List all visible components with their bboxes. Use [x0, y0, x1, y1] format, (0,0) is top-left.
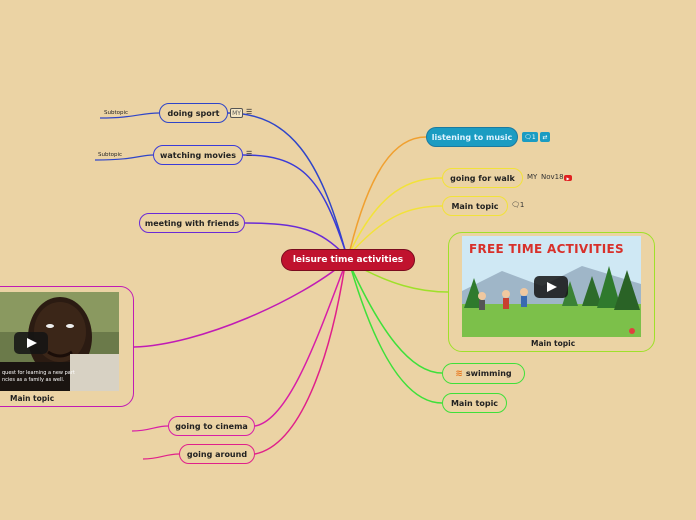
video-thumbnail[interactable]: quest for learning a new part ncies as a…	[0, 292, 119, 391]
subtopic-watching-movies[interactable]: Subtopic	[98, 152, 123, 158]
topic-going-to-cinema[interactable]: going to cinema	[168, 416, 255, 436]
date-label: Nov18	[541, 173, 564, 181]
comment-icon[interactable]: 🗨1	[511, 201, 525, 209]
my-badge[interactable]: MY	[230, 108, 243, 118]
subtopic-doing-sport[interactable]: Subtopic	[104, 110, 129, 116]
swimming-label: swimming	[465, 369, 512, 378]
free-time-image[interactable]: FREE TIME ACTIVITIES	[462, 236, 641, 337]
topic-doing-sport[interactable]: doing sport	[159, 103, 228, 123]
play-button-icon[interactable]	[14, 332, 48, 354]
topic-going-around[interactable]: going around	[179, 444, 255, 464]
topic-main-topic-1[interactable]: Main topic	[442, 196, 508, 216]
topic-listening-to-music[interactable]: listening to music	[426, 127, 518, 147]
topic-meeting-with-friends[interactable]: meeting with friends	[139, 213, 245, 233]
topic-swimming[interactable]: ≋ swimming	[442, 363, 525, 384]
youtube-icon[interactable]: ▶	[564, 175, 572, 181]
notes-icon[interactable]: ☰	[246, 150, 253, 158]
video-topic-label[interactable]: Main topic	[10, 394, 55, 403]
topic-video-container[interactable]	[0, 286, 134, 407]
play-button-icon[interactable]	[534, 276, 568, 298]
swimmer-icon: ≋	[455, 368, 463, 379]
image-title: FREE TIME ACTIVITIES	[469, 242, 624, 256]
comment-icon[interactable]: 🗨1	[522, 132, 538, 142]
notes-icon[interactable]: ☰	[246, 108, 253, 116]
topic-going-for-walk[interactable]: going for walk	[442, 168, 523, 188]
video-caption-2: ncies as a family as well.	[2, 377, 65, 383]
video-caption-1: quest for learning a new part	[2, 370, 75, 376]
image-topic-label[interactable]: Main topic	[531, 339, 576, 348]
my-badge[interactable]: MY	[527, 173, 538, 181]
topic-watching-movies[interactable]: watching movies	[153, 145, 243, 165]
link-icon[interactable]: ⇄	[540, 132, 550, 142]
topic-main-topic-2[interactable]: Main topic	[442, 393, 507, 413]
topic-image-container[interactable]	[448, 232, 655, 352]
central-topic[interactable]: leisure time activities	[281, 249, 415, 271]
